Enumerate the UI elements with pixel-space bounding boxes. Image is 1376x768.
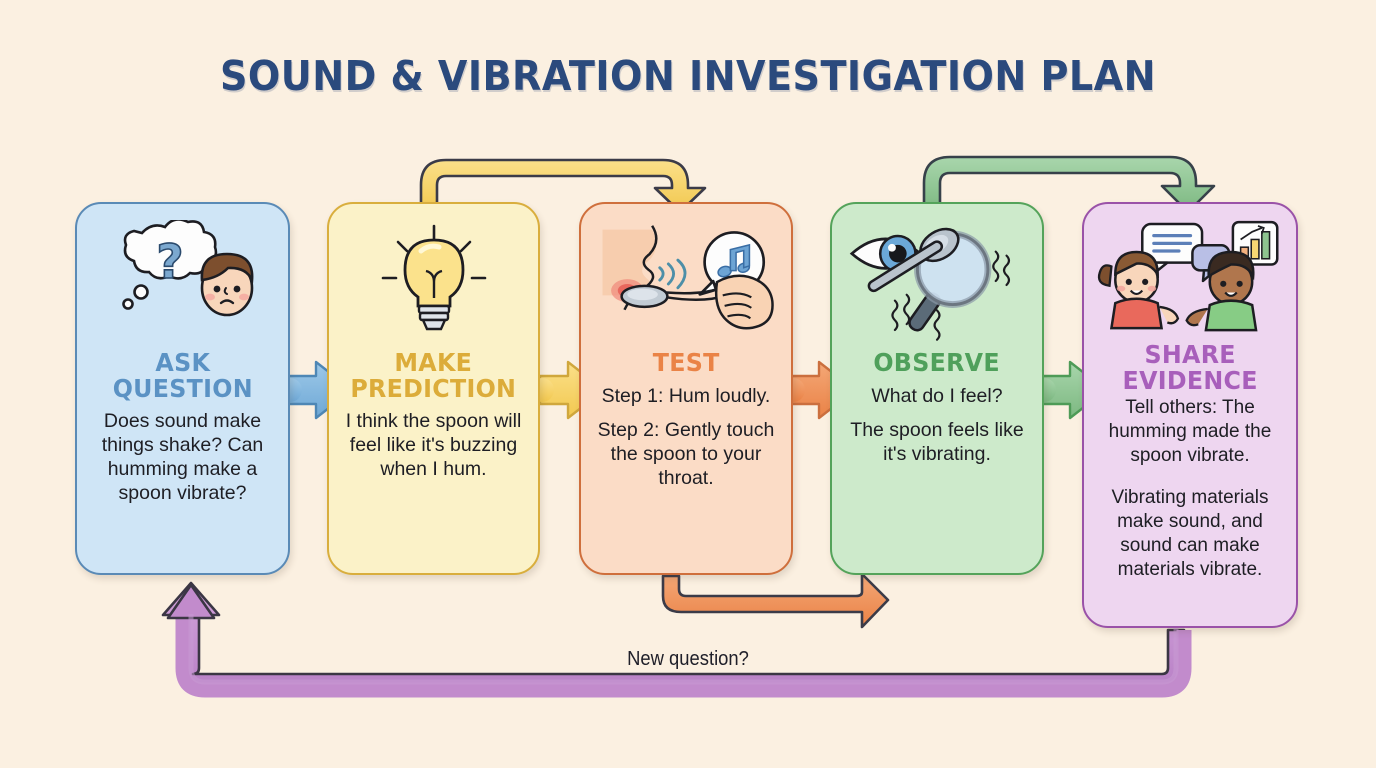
body-paragraph: Step 2: Gently touch the spoon to your t… — [597, 419, 775, 490]
card-observe[interactable]: OBSERVE What do I feel? The spoon feels … — [830, 202, 1044, 575]
body-paragraph: What do I feel? — [871, 384, 1003, 407]
card-heading-share-evidence: SHARE EVIDENCE — [1122, 342, 1257, 393]
card-heading-observe: OBSERVE — [874, 350, 1001, 376]
card-make-prediction[interactable]: MAKE PREDICTION I think the spoon will f… — [327, 202, 540, 575]
card-test[interactable]: TEST Step 1: Hum loudly. Step 2: Gently … — [579, 202, 793, 575]
heading-line-1: TEST — [652, 348, 720, 377]
card-share-evidence[interactable]: SHARE EVIDENCE Tell others: The humming … — [1082, 202, 1298, 628]
thinking-child-question-bubble-icon: ? — [89, 218, 276, 348]
heading-line-2: EVIDENCE — [1122, 365, 1258, 395]
heading-line-2: PREDICTION — [350, 373, 517, 403]
card-heading-make-prediction: MAKE PREDICTION — [351, 350, 517, 401]
observe-to-share-top-loop — [922, 155, 1216, 214]
card-heading-ask-question: ASK QUESTION — [112, 350, 252, 401]
humming-face-spoon-icon — [593, 218, 779, 348]
body-paragraph: Vibrating materials make sound, and soun… — [1111, 486, 1269, 580]
page-title: SOUND & VIBRATION INVESTIGATION PLAN — [219, 52, 1157, 100]
feedback-loop-label: New question? — [627, 648, 749, 670]
card-body-make-prediction: I think the spoon will feel like it's bu… — [341, 410, 526, 482]
lightbulb-icon — [341, 218, 526, 348]
two-children-talking-chart-icon — [1096, 218, 1284, 340]
predict-to-test-top-loop — [419, 158, 707, 214]
eye-magnifier-vibrating-spoon-icon — [844, 218, 1030, 348]
heading-line-1: ASK — [155, 348, 210, 377]
heading-line-1: OBSERVE — [873, 348, 1001, 377]
card-body-share-evidence: Tell others: The humming made the spoon … — [1096, 396, 1284, 600]
card-body-observe: What do I feel? The spoon feels like it'… — [844, 385, 1030, 468]
card-body-test: Step 1: Hum loudly. Step 2: Gently touch… — [593, 385, 779, 492]
body-paragraph: Does sound make things shake? Can hummin… — [101, 410, 264, 504]
card-heading-test: TEST — [653, 350, 720, 376]
body-paragraph: Tell others: The humming made the spoon … — [1108, 397, 1272, 466]
body-paragraph: Step 1: Hum loudly. — [601, 384, 771, 407]
card-ask-question[interactable]: ? ASK QUESTION Does sound make things sh… — [75, 202, 290, 575]
share-to-ask-feedback-loop — [161, 581, 1192, 698]
heading-line-1: SHARE — [1144, 340, 1236, 369]
heading-line-1: MAKE — [394, 348, 473, 377]
test-to-observe-bottom-loop — [661, 572, 890, 629]
heading-line-2: QUESTION — [112, 373, 253, 403]
card-body-ask-question: Does sound make things shake? Can hummin… — [89, 410, 276, 506]
svg-text:?: ? — [156, 235, 183, 290]
body-paragraph: The spoon feels like it's vibrating. — [850, 419, 1024, 466]
body-paragraph: I think the spoon will feel like it's bu… — [345, 410, 522, 480]
